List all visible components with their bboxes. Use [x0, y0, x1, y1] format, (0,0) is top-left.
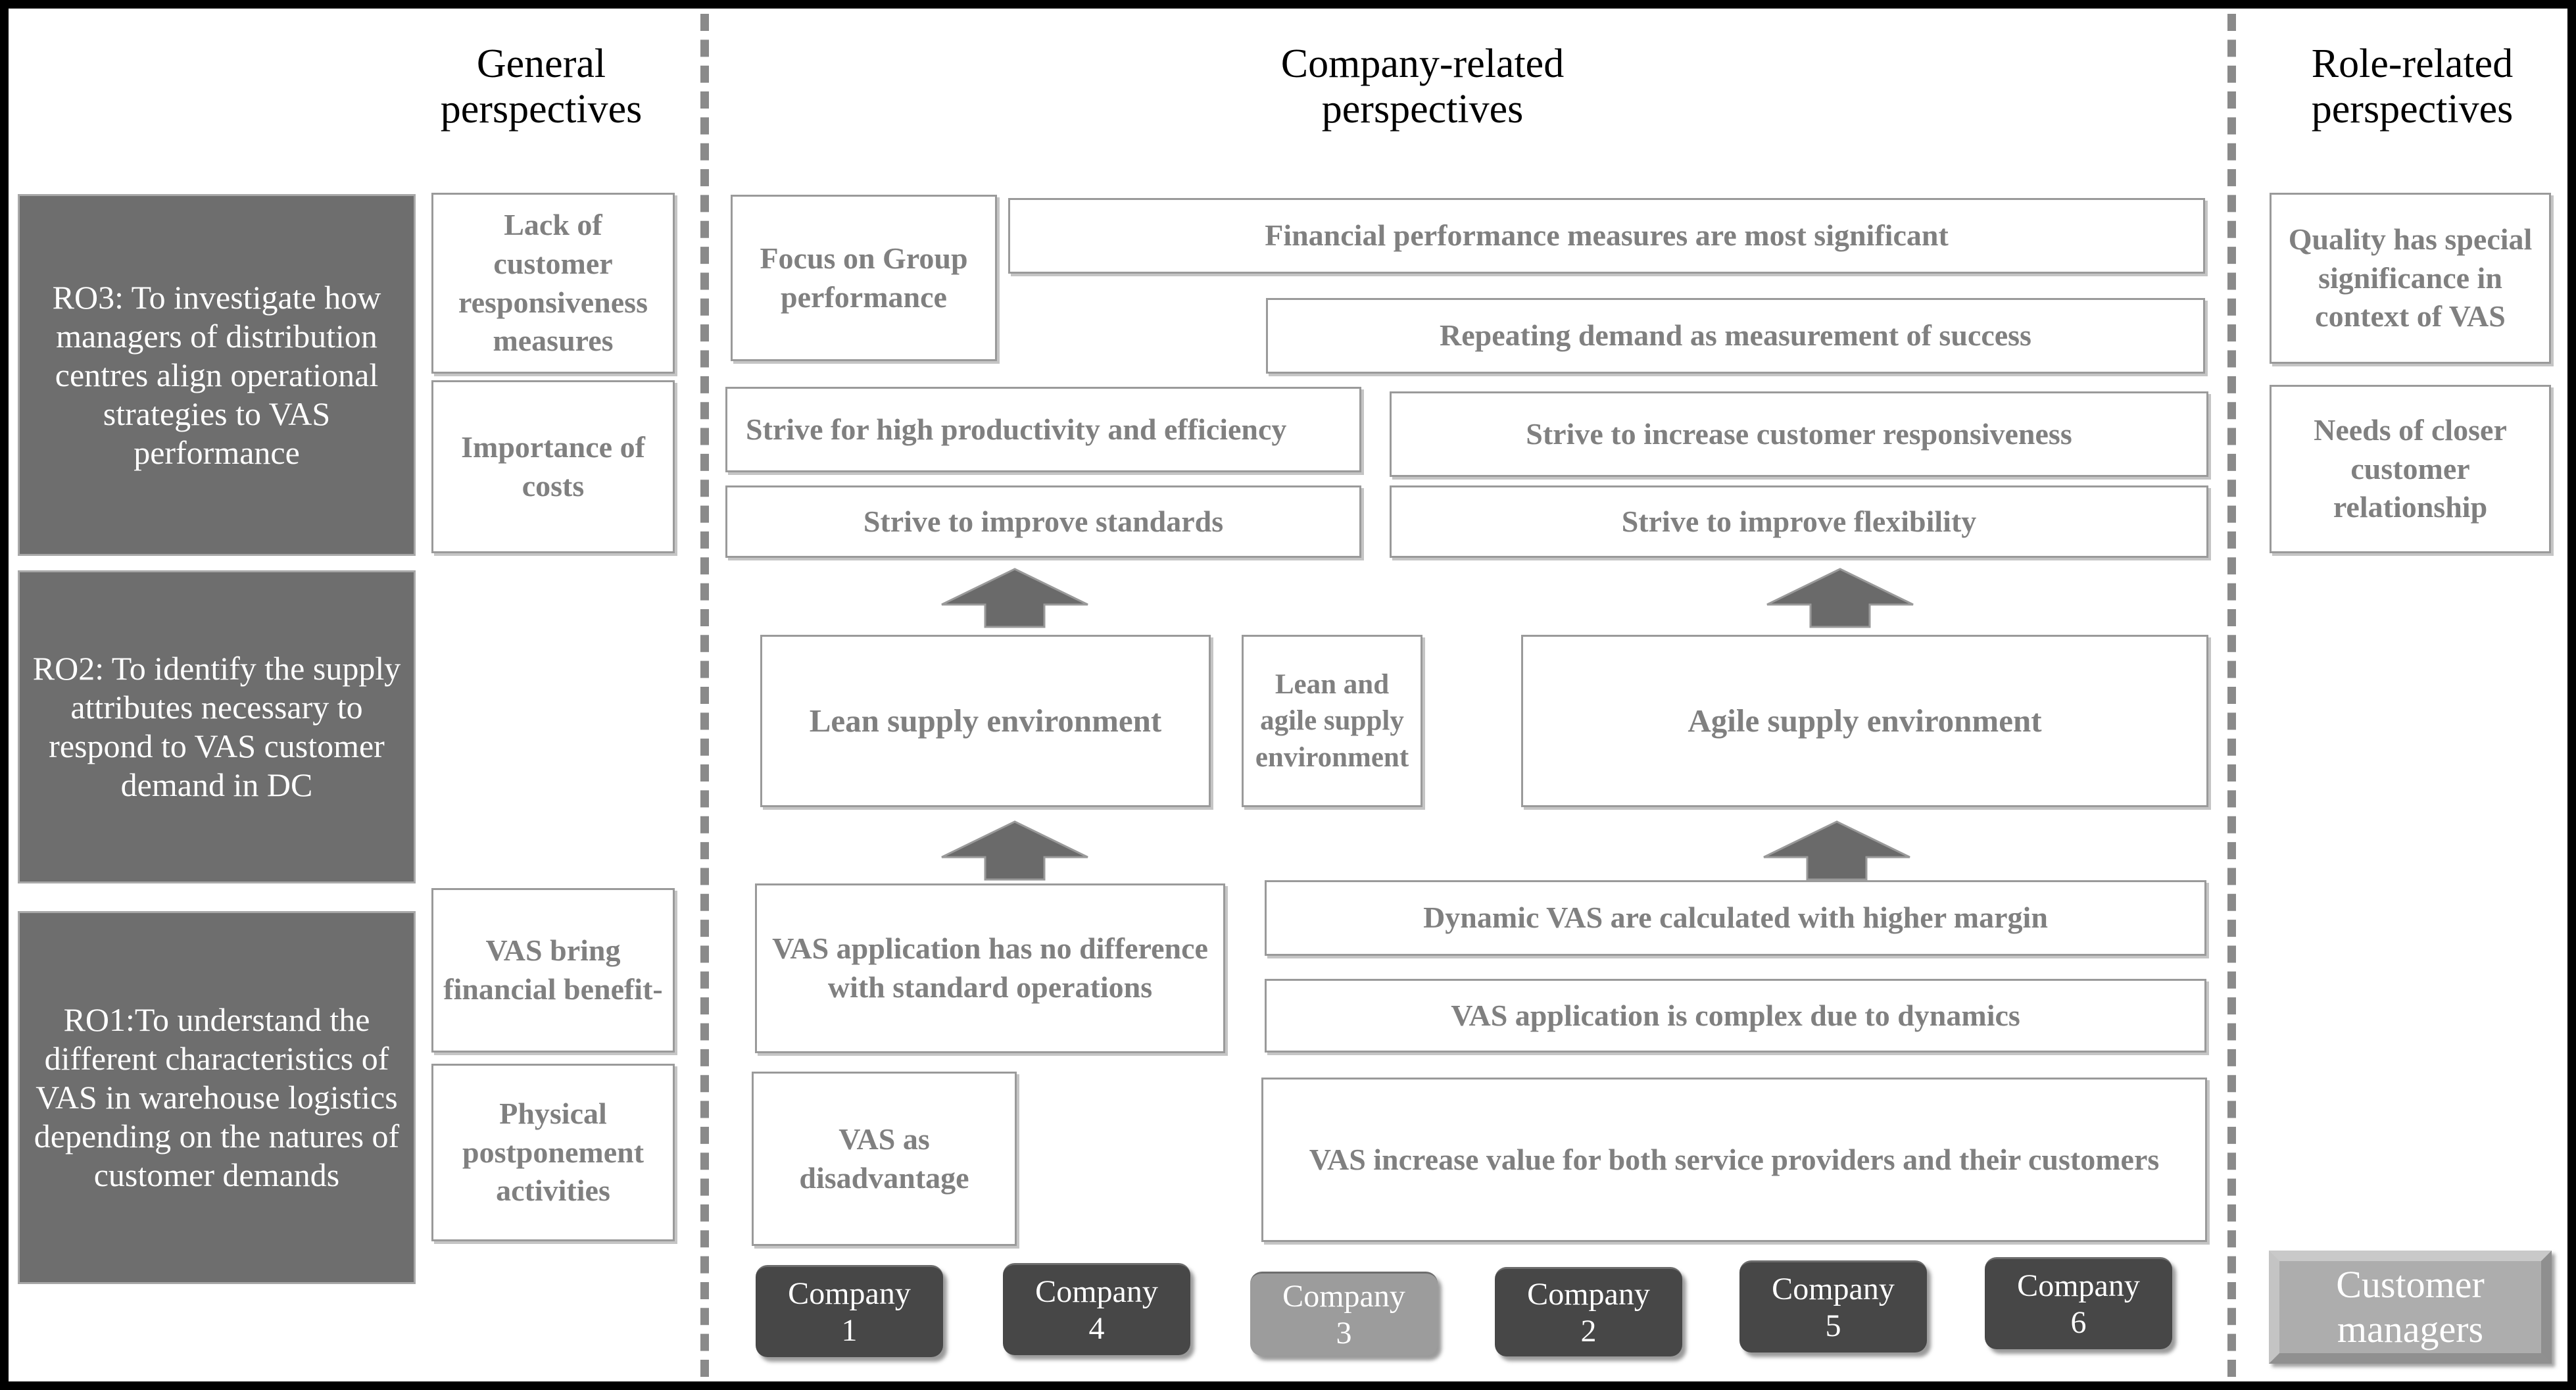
general-box-vas-bring-financial-benefit: VAS bring financial benefit-	[431, 888, 675, 1053]
arrow-up-lean-to-strive	[939, 566, 1090, 629]
company-box-strive-improve-flexibility: Strive to improve flexibility	[1390, 485, 2208, 558]
research-objective-ro2: RO2: To identify the supply attributes n…	[18, 570, 416, 883]
header-company-perspectives: Company-related perspectives	[1280, 41, 1565, 132]
company-button-2[interactable]: Company 2	[1495, 1267, 1682, 1356]
company-button-4[interactable]: Company 4	[1003, 1263, 1190, 1355]
company-button-5[interactable]: Company 5	[1739, 1260, 1927, 1353]
company-box-focus-on-group-performance: Focus on Group performance	[731, 195, 997, 361]
company-box-vas-as-disadvantage: VAS as disadvantage	[752, 1072, 1017, 1246]
arrow-up-vas-to-agile	[1761, 819, 1912, 881]
general-box-importance-of-costs: Importance of costs	[431, 380, 675, 553]
company-box-agile-supply-environment: Agile supply environment	[1521, 635, 2208, 807]
role-actor-customer-managers[interactable]: Customer managers	[2269, 1251, 2552, 1364]
general-box-physical-postponement-activities: Physical postponement activities	[431, 1064, 675, 1241]
company-button-6[interactable]: Company 6	[1985, 1257, 2172, 1349]
company-box-lean-supply-environment: Lean supply environment	[760, 635, 1211, 807]
company-box-repeating-demand: Repeating demand as measurement of succe…	[1266, 298, 2205, 374]
company-box-strive-improve-standards: Strive to improve standards	[725, 485, 1361, 558]
arrow-up-agile-to-strive	[1764, 566, 1916, 629]
research-objective-ro3: RO3: To investigate how managers of dist…	[18, 194, 416, 556]
company-button-1[interactable]: Company 1	[756, 1265, 943, 1357]
general-box-lack-of-customer-responsiveness-measures: Lack of customer responsiveness measures	[431, 193, 675, 374]
divider-general-company	[700, 14, 709, 1377]
arrow-up-vas-to-lean	[939, 819, 1090, 881]
company-box-financial-performance-measures: Financial performance measures are most …	[1008, 198, 2205, 274]
role-box-quality-special-significance: Quality has special significance in cont…	[2270, 193, 2551, 364]
company-box-vas-complex-due-to-dynamics: VAS application is complex due to dynami…	[1265, 979, 2206, 1053]
research-objective-ro1: RO1:To understand the different characte…	[18, 911, 416, 1284]
company-box-dynamic-vas-higher-margin: Dynamic VAS are calculated with higher m…	[1265, 880, 2206, 956]
company-box-lean-and-agile-supply-environment: Lean and agile supply environment	[1242, 635, 1422, 807]
divider-company-role	[2227, 14, 2236, 1377]
header-general-perspectives: General perspectives	[440, 41, 643, 132]
company-box-strive-high-productivity: Strive for high productivity and efficie…	[725, 387, 1361, 472]
role-box-needs-closer-customer-relationship: Needs of closer customer relationship	[2270, 385, 2551, 553]
company-box-vas-no-difference-standard-operations: VAS application has no difference with s…	[755, 883, 1225, 1053]
company-box-strive-increase-customer-responsiveness: Strive to increase customer responsivene…	[1390, 391, 2208, 477]
header-role-perspectives: Role-related perspectives	[2311, 41, 2514, 132]
company-box-vas-increase-value: VAS increase value for both service prov…	[1261, 1078, 2207, 1242]
company-button-3[interactable]: Company 3	[1250, 1272, 1438, 1356]
